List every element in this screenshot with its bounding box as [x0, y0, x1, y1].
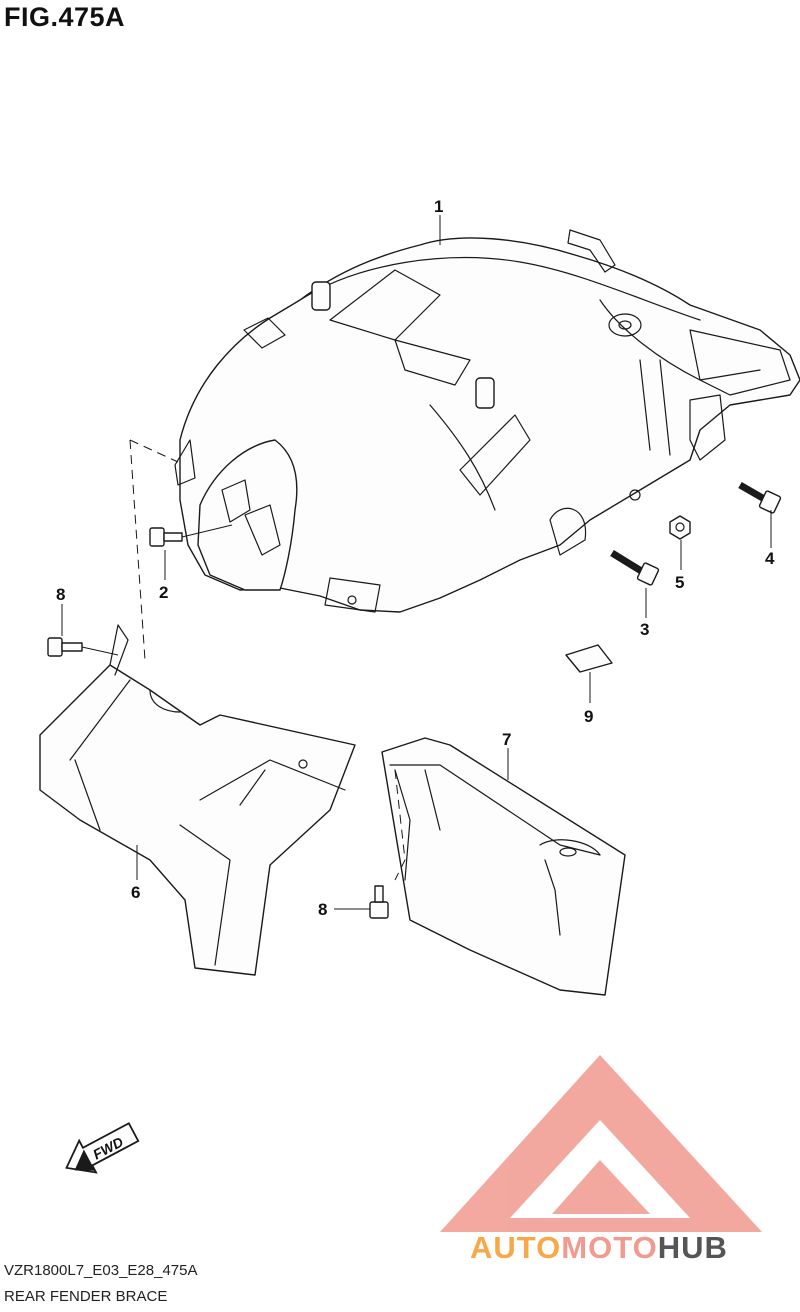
watermark-text: AUTOMOTOHUB — [470, 1230, 728, 1266]
callout-9: 9 — [584, 707, 593, 726]
callout-4: 4 — [765, 549, 775, 568]
callout-8-upper: 8 — [56, 585, 65, 604]
watermark-moto: MOTO — [561, 1230, 658, 1265]
part-9-pad — [565, 644, 613, 673]
figure-name: REAR FENDER BRACE — [4, 1288, 168, 1305]
part-5-nut — [669, 515, 691, 540]
callout-2: 2 — [159, 583, 168, 602]
callout-3: 3 — [640, 620, 649, 639]
figure-title: FIG.475A — [4, 2, 126, 32]
part-1-inner-panel — [174, 439, 298, 591]
callout-1: 1 — [434, 197, 443, 216]
callout-6: 6 — [131, 883, 140, 902]
part-7-mudguard — [381, 737, 626, 996]
part-3-bolt — [610, 550, 660, 586]
assembly-dashed-line — [129, 439, 406, 881]
part-8-bolt-upper — [47, 637, 119, 657]
callout-5: 5 — [675, 573, 684, 592]
figure-code: VZR1800L7_E03_E28_475A — [4, 1262, 198, 1279]
part-2-bolt — [149, 524, 233, 547]
part-4-bolt — [738, 481, 782, 514]
fwd-arrow-icon: FWD — [65, 1122, 140, 1174]
watermark-auto: AUTO — [470, 1230, 562, 1265]
part-1-rear-fender — [179, 229, 800, 613]
watermark-logo-icon — [440, 1055, 762, 1232]
watermark-hub: HUB — [657, 1230, 728, 1265]
part-8-bolt-lower — [369, 885, 389, 919]
callout-7: 7 — [502, 730, 511, 749]
part-6-lower-cover — [39, 624, 356, 976]
leader-lines — [61, 215, 772, 910]
callout-8-lower: 8 — [318, 900, 327, 919]
